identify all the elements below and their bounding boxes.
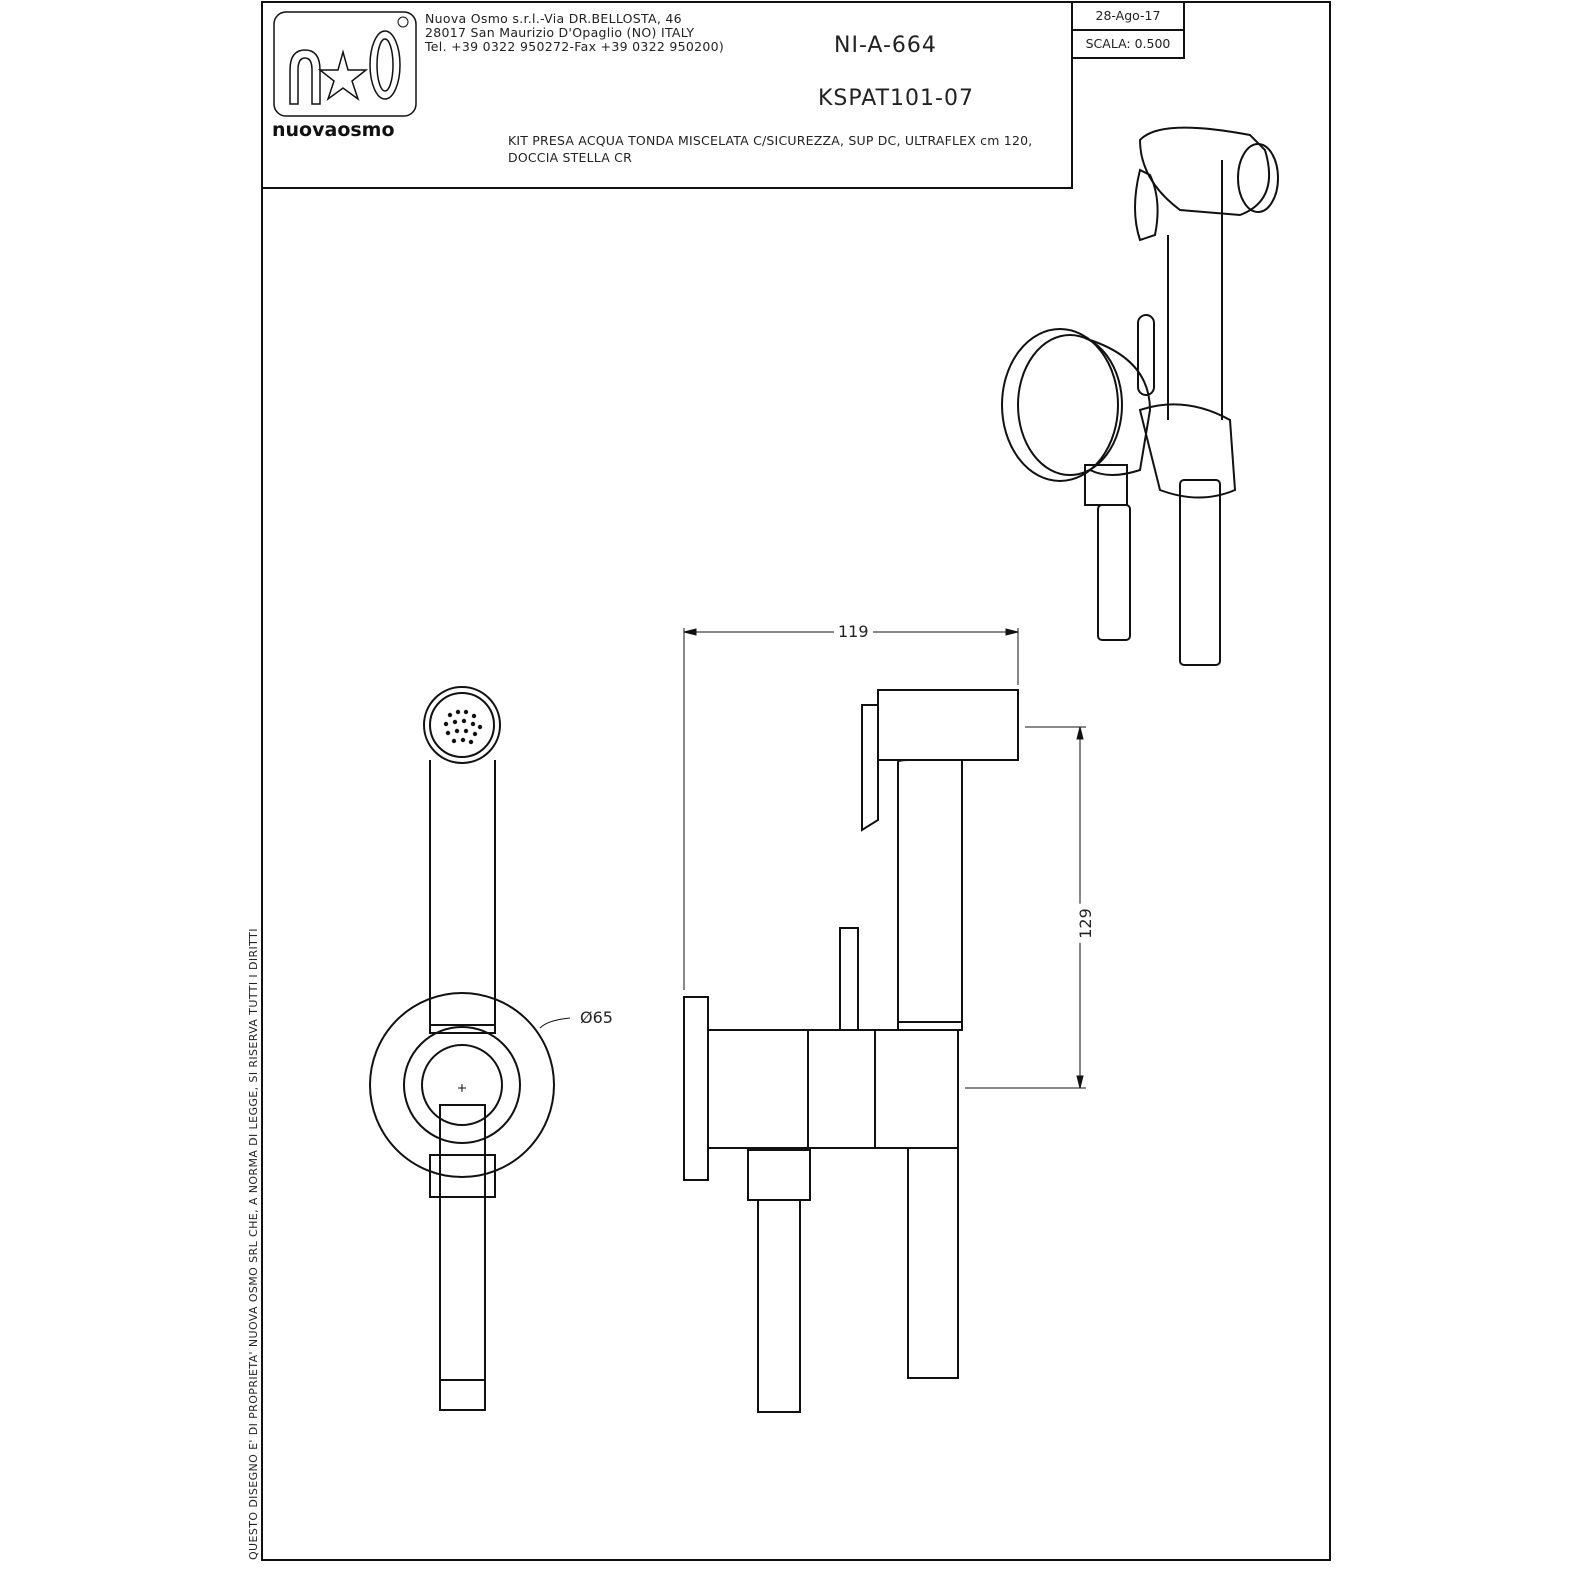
front-view bbox=[369, 686, 555, 1411]
drawing-frame bbox=[261, 1, 1331, 1561]
dimension-lines bbox=[539, 628, 1086, 1089]
company-address-line-1: Nuova Osmo s.r.l.-Via DR.BELLOSTA, 46 bbox=[425, 11, 682, 26]
description-line-2: DOCCIA STELLA CR bbox=[508, 150, 632, 165]
company-contact-line: Tel. +39 0322 950272-Fax +39 0322 950200… bbox=[425, 39, 725, 54]
diameter-dimension: Ø65 bbox=[576, 1008, 617, 1027]
product-code: KSPAT101-07 bbox=[818, 86, 974, 111]
drawing-number: NI-A-664 bbox=[834, 33, 937, 58]
company-address-line-2: 28017 San Maurizio D'Opaglio (NO) ITALY bbox=[425, 25, 695, 40]
title-block bbox=[261, 1, 1073, 189]
drawing-date: 28-Ago-17 bbox=[1095, 8, 1161, 23]
description-line-1: KIT PRESA ACQUA TONDA MISCELATA C/SICURE… bbox=[508, 133, 1033, 148]
drawing-scale: SCALA: 0.500 bbox=[1085, 36, 1171, 51]
height-dimension: 129 bbox=[1073, 904, 1097, 943]
scale-box bbox=[1071, 29, 1185, 59]
logo-mark bbox=[273, 11, 417, 117]
copyright-notice: QUESTO DISEGNO E' DI PROPRIETA' NUOVA OS… bbox=[247, 928, 260, 1560]
width-dimension: 119 bbox=[834, 622, 873, 641]
side-view bbox=[683, 689, 1019, 1413]
isometric-view bbox=[1001, 126, 1279, 666]
logo-wordmark: nuovaosmo bbox=[272, 119, 395, 141]
